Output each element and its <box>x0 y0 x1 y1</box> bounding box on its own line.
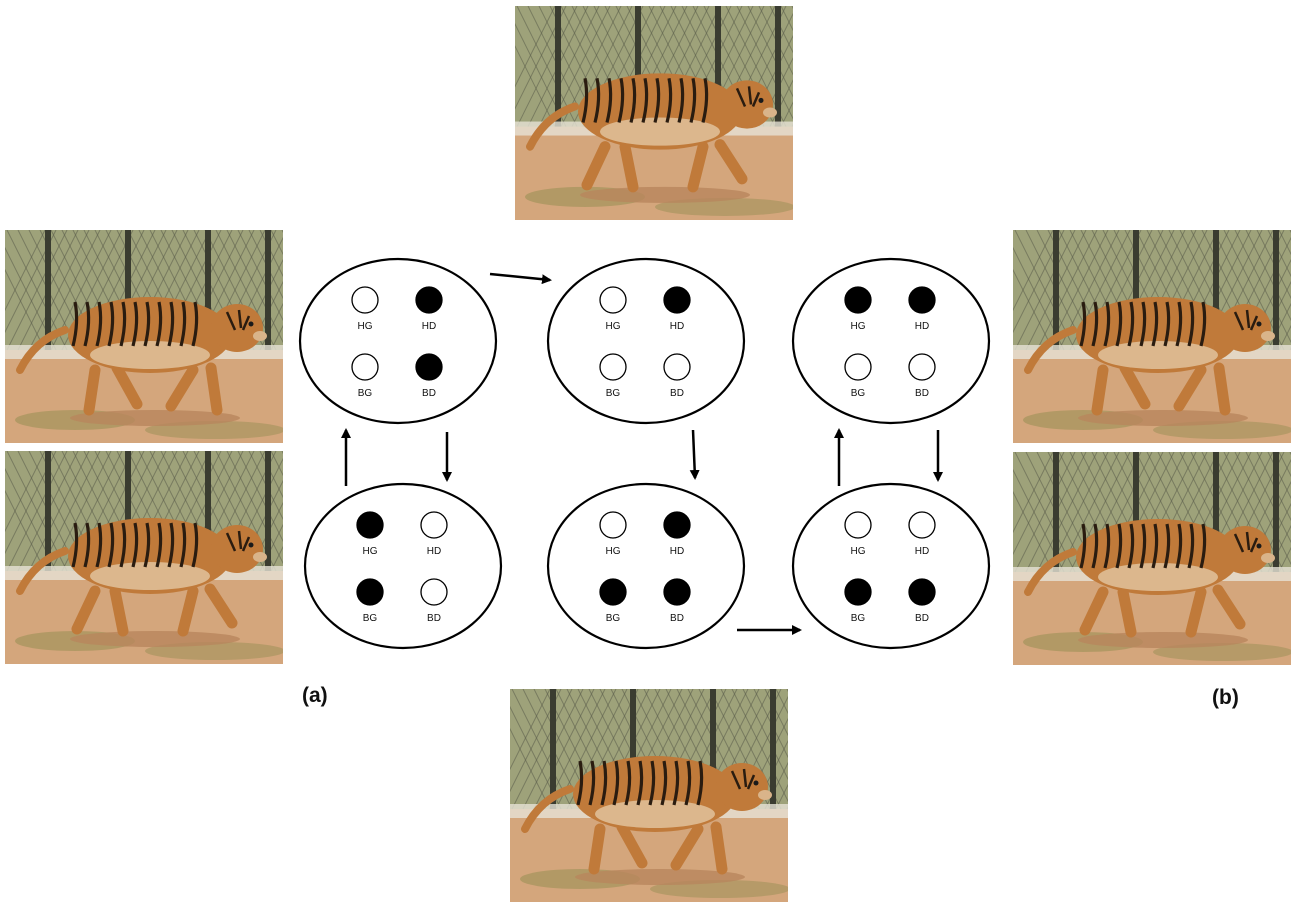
foot-bg-lifted <box>844 353 872 381</box>
foot-label-bg: BG <box>606 613 621 624</box>
foot-bd-lifted <box>908 353 936 381</box>
foot-label-bd: BD <box>422 388 436 399</box>
foot-hd-lifted <box>908 511 936 539</box>
tiger-photo-right-bottom <box>1013 452 1291 665</box>
tiger-photo-top <box>515 6 793 220</box>
tiger-photo-bottom <box>510 689 788 902</box>
foot-label-bg: BG <box>851 613 866 624</box>
foot-label-bd: BD <box>915 388 929 399</box>
gait-state-bottom-1: HG HD BG BD <box>303 482 503 650</box>
foot-hg-contact <box>356 511 384 539</box>
foot-label-hd: HD <box>670 321 684 332</box>
foot-hg-contact <box>844 286 872 314</box>
foot-bd-contact <box>908 578 936 606</box>
gait-state-top-2: HG HD BG BD <box>546 257 746 425</box>
foot-label-hd: HD <box>427 546 441 557</box>
foot-bg-contact <box>599 578 627 606</box>
foot-label-hd: HD <box>915 321 929 332</box>
tiger-photo-right-top <box>1013 230 1291 443</box>
foot-label-bg: BG <box>358 388 373 399</box>
foot-label-hd: HD <box>670 546 684 557</box>
tiger-photo-image <box>5 451 283 664</box>
foot-hg-lifted <box>351 286 379 314</box>
tiger-photo-left-bottom <box>5 451 283 664</box>
arrow-right-top <box>489 272 552 285</box>
gait-state-top-1: HG HD BG BD <box>298 257 498 425</box>
foot-label-bd: BD <box>427 613 441 624</box>
foot-bg-lifted <box>351 353 379 381</box>
gait-state-bottom-3: HG HD BG BD <box>791 482 991 650</box>
tiger-photo-image <box>510 689 788 902</box>
foot-bd-lifted <box>420 578 448 606</box>
transition-arrows <box>341 272 943 635</box>
arrow-down-middle <box>689 429 700 480</box>
foot-label-hg: HG <box>851 321 866 332</box>
gait-state-top-3: HG HD BG BD <box>791 257 991 425</box>
foot-label-bd: BD <box>670 613 684 624</box>
state-ellipse <box>303 482 503 650</box>
foot-label-hg: HG <box>363 546 378 557</box>
gait-state-bottom-2: HG HD BG BD <box>546 482 746 650</box>
foot-hg-lifted <box>599 286 627 314</box>
foot-hg-lifted <box>599 511 627 539</box>
state-ellipse <box>791 257 991 425</box>
foot-bd-contact <box>415 353 443 381</box>
foot-label-bd: BD <box>915 613 929 624</box>
gait-states: HG HD BG BD HG HD BG BD HG HD BG BD HG HD BG BD HG HD BG BD… <box>298 257 991 650</box>
foot-bg-contact <box>844 578 872 606</box>
tiger-photo-left-top <box>5 230 283 443</box>
state-ellipse <box>791 482 991 650</box>
foot-bg-lifted <box>599 353 627 381</box>
foot-label-bg: BG <box>363 613 378 624</box>
foot-label-hg: HG <box>606 321 621 332</box>
tiger-photo-image <box>1013 452 1291 665</box>
foot-hd-contact <box>415 286 443 314</box>
panel-label-b: (b) <box>1212 686 1239 709</box>
tiger-photo-image <box>515 6 793 220</box>
foot-bd-contact <box>663 578 691 606</box>
foot-label-hg: HG <box>358 321 373 332</box>
foot-label-hd: HD <box>422 321 436 332</box>
panel-label-a: (a) <box>302 684 328 707</box>
foot-hd-contact <box>663 286 691 314</box>
foot-hg-lifted <box>844 511 872 539</box>
foot-label-bg: BG <box>851 388 866 399</box>
foot-hd-lifted <box>420 511 448 539</box>
foot-label-hg: HG <box>851 546 866 557</box>
tiger-photo-image <box>5 230 283 443</box>
foot-bd-lifted <box>663 353 691 381</box>
foot-label-bg: BG <box>606 388 621 399</box>
state-ellipse <box>546 257 746 425</box>
foot-label-hg: HG <box>606 546 621 557</box>
foot-hd-contact <box>908 286 936 314</box>
foot-label-hd: HD <box>915 546 929 557</box>
state-ellipse <box>546 482 746 650</box>
tiger-photo-image <box>1013 230 1291 443</box>
state-ellipse <box>298 257 498 425</box>
foot-bg-contact <box>356 578 384 606</box>
foot-hd-contact <box>663 511 691 539</box>
foot-label-bd: BD <box>670 388 684 399</box>
